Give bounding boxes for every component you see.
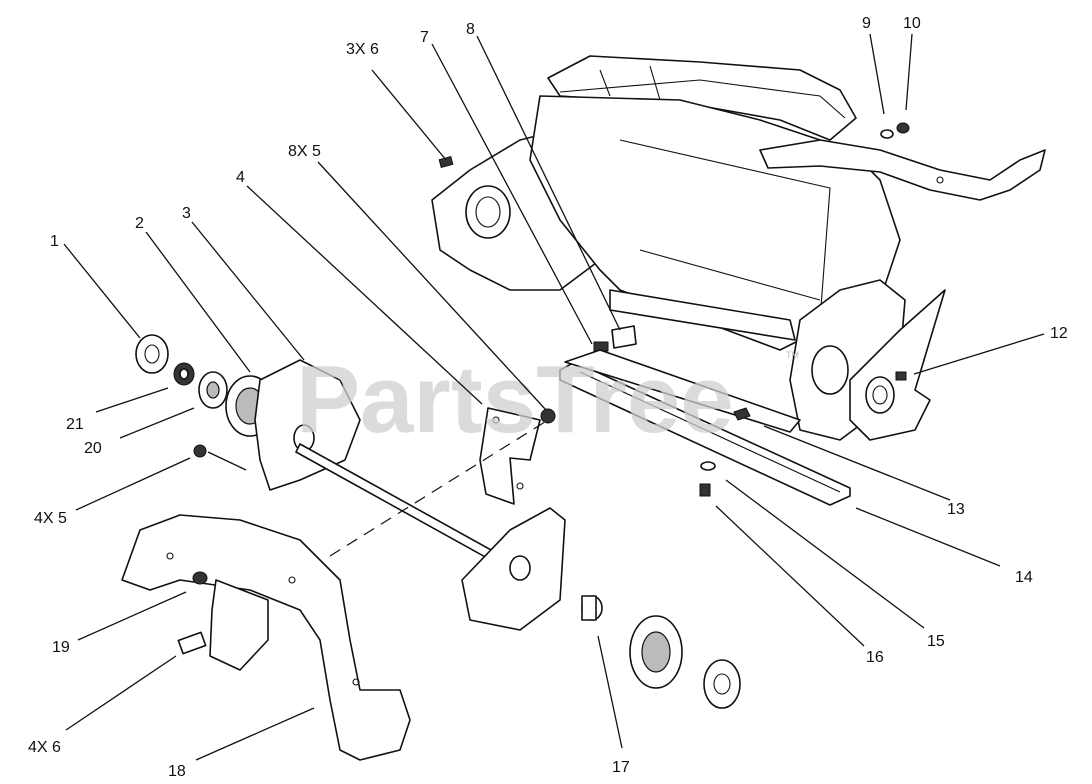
nut-21: [173, 362, 195, 386]
hex-bolt-3x6: [438, 155, 454, 169]
callout-7: 7: [420, 29, 429, 46]
callout-4x6: 4X 6: [28, 739, 61, 756]
callout-21: 21: [66, 416, 84, 433]
callout-14: 14: [1015, 569, 1033, 586]
callout-3: 3: [182, 205, 191, 222]
trademark-mark: TM: [786, 350, 799, 360]
callout-labels: 3X 6 7 8 9 10 8X 5 4 3 2 1 12 21 20 4X 5…: [28, 15, 1068, 780]
spacer-17: [581, 595, 603, 621]
callout-18: 18: [168, 763, 186, 780]
callout-1: 1: [50, 233, 59, 250]
bearing-flange-right: [629, 615, 683, 689]
washer-15: [700, 461, 716, 471]
auger-end-plate: [461, 507, 566, 631]
callout-15: 15: [927, 633, 945, 650]
bolt-12: [895, 371, 907, 381]
callout-8x5: 8X 5: [288, 143, 321, 160]
callout-13: 13: [947, 501, 965, 518]
callout-3x6: 3X 6: [346, 41, 379, 58]
watermark: PartsTree: [296, 346, 734, 453]
bolt-16: [699, 483, 711, 497]
bolt-4x6: [177, 631, 207, 655]
washer-9: [880, 129, 894, 139]
callout-9: 9: [862, 15, 871, 32]
nut-10: [896, 122, 910, 134]
callout-17: 17: [612, 759, 630, 776]
callout-20: 20: [84, 440, 102, 457]
bolt-19: [192, 571, 208, 585]
nut-8x5: [540, 408, 556, 424]
bearing-right: [703, 659, 741, 709]
auger-housing: [431, 55, 1046, 441]
callout-8: 8: [466, 21, 475, 38]
callout-2: 2: [135, 215, 144, 232]
nut-4x5: [193, 444, 207, 458]
callout-10: 10: [903, 15, 921, 32]
callout-16: 16: [866, 649, 884, 666]
leader-lines: [63, 33, 1045, 761]
bracket-19: [209, 579, 269, 671]
callout-19: 19: [52, 639, 70, 656]
callout-4: 4: [236, 169, 245, 186]
scraper-bar: [559, 349, 851, 506]
flat-washer-1: [135, 334, 169, 374]
callout-12: 12: [1050, 325, 1068, 342]
bracket-8: [611, 325, 637, 349]
callout-4x5: 4X 5: [34, 510, 67, 527]
bearing-20: [198, 371, 228, 409]
